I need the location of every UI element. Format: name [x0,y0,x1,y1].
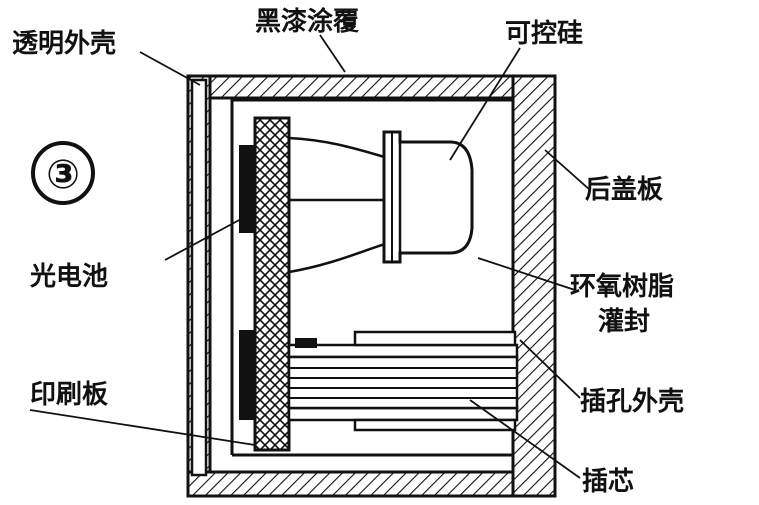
label-pcb: 印刷板 [30,380,108,410]
figure-number: ③ [31,141,95,205]
label-epoxy-line2: 灌封 [598,307,650,337]
label-photocell: 光电池 [29,262,108,292]
label-black-paint: 黑漆涂覆 [255,6,360,37]
label-scr: 可控硅 [505,19,583,49]
label-rear-cover: 后盖板 [585,174,663,205]
leader-lines [29,34,591,479]
figure-number-text: ③ [46,152,80,198]
label-plug-shell: 插孔外壳 [580,387,684,417]
transparent-shell [190,78,208,477]
scr-leads [288,136,389,274]
plug-socket-shell [287,330,519,432]
label-transparent-shell: 透明外壳 [12,29,116,59]
printed-circuit-board [253,116,291,452]
photocell [239,145,256,420]
plug-core [287,338,519,410]
label-plug-core: 插芯 [582,467,634,497]
black-painted-housing [186,74,557,498]
scr-component [382,130,474,264]
rear-cover-plate [511,74,557,498]
label-epoxy-line1: 环氧树脂 [570,272,674,302]
